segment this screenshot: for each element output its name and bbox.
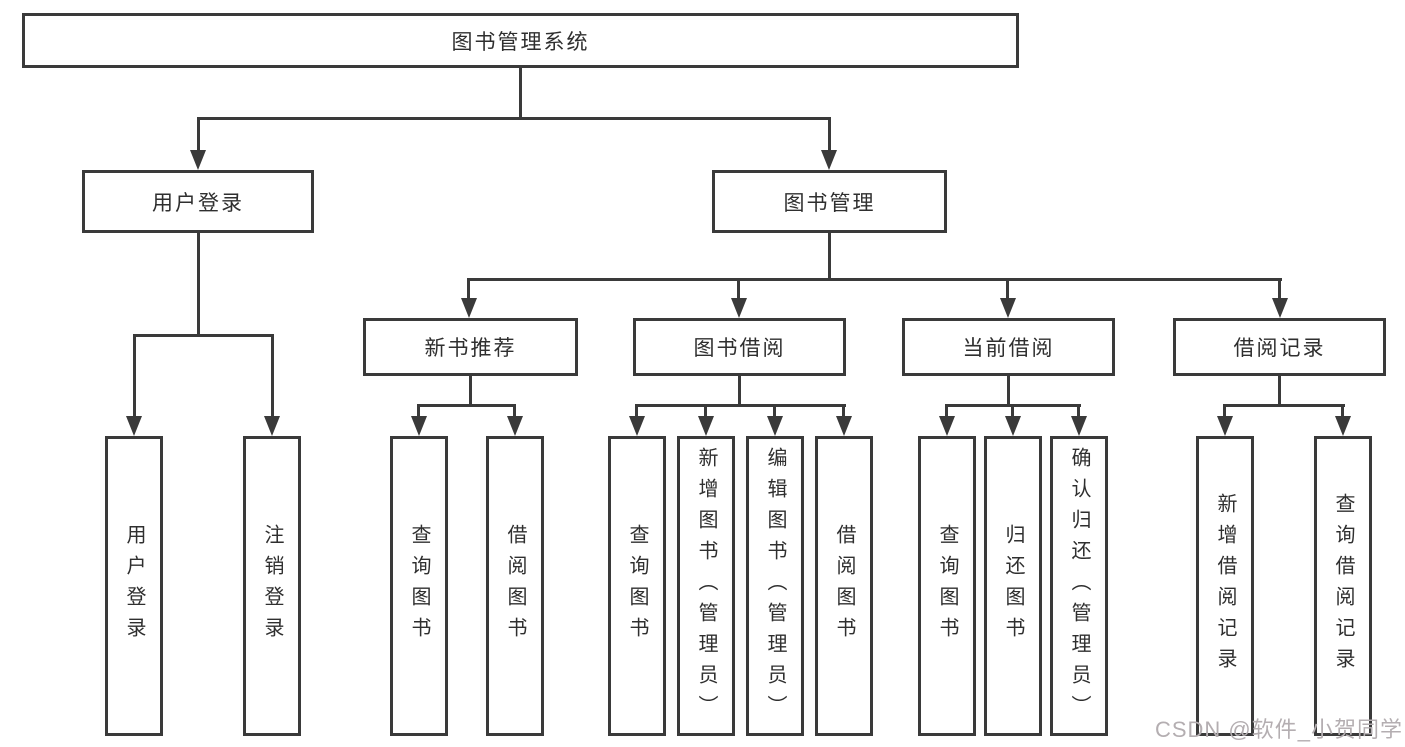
connector-arrow-stem-book-management <box>828 117 831 152</box>
connector-user-login-branch <box>133 334 274 337</box>
node-borrow-records: 借阅记录 <box>1173 318 1386 376</box>
leaf-add-book-admin: 新增图书（管理员） <box>677 436 735 736</box>
node-current-borrow-label: 当前借阅 <box>962 337 1055 360</box>
node-root: 图书管理系统 <box>22 13 1019 68</box>
connector-arrow-stem-borrow-records <box>1278 278 1281 300</box>
arrowhead-query-record <box>1335 416 1351 436</box>
leaf-query-borrow-record: 查询借阅记录 <box>1314 436 1372 736</box>
connector-level2-branch <box>197 117 831 120</box>
node-user-login: 用户登录 <box>82 170 314 233</box>
arrowhead-query-book-3 <box>939 416 955 436</box>
arrowhead-borrow-book-2 <box>836 416 852 436</box>
arrowhead-query-book-1 <box>411 416 427 436</box>
connector-arrow-stem-book-borrow <box>737 278 740 300</box>
connector-arrow-stem <box>1341 404 1344 418</box>
node-new-book-recommend: 新书推荐 <box>363 318 578 376</box>
connector-new-book-stem <box>469 376 472 407</box>
connector-arrow-stem <box>513 404 516 418</box>
leaf-add-borrow-record: 新增借阅记录 <box>1196 436 1254 736</box>
node-current-borrow: 当前借阅 <box>902 318 1115 376</box>
arrowhead-borrow-records <box>1272 298 1288 318</box>
connector-level3-branch <box>468 278 1282 281</box>
leaf-edit-book-admin-label: 编辑图书（管理员） <box>764 446 786 726</box>
leaf-return-book-label: 归还图书 <box>1002 524 1024 648</box>
arrowhead-current-borrow <box>1000 298 1016 318</box>
leaf-query-borrow-record-label: 查询借阅记录 <box>1332 493 1354 679</box>
connector-arrow-stem-logout-leaf <box>271 334 274 418</box>
node-book-borrow-label: 图书借阅 <box>693 337 786 360</box>
connector-current-borrow-stem <box>1007 376 1010 407</box>
arrowhead-add-book <box>698 416 714 436</box>
connector-arrow-stem <box>1223 404 1226 418</box>
connector-borrow-records-branch <box>1223 404 1345 407</box>
arrowhead-edit-book <box>767 416 783 436</box>
node-new-book-recommend-label: 新书推荐 <box>424 337 517 360</box>
connector-book-borrow-branch <box>635 404 846 407</box>
connector-arrow-stem <box>1077 404 1080 418</box>
leaf-borrow-book-2: 借阅图书 <box>815 436 873 736</box>
leaf-return-book: 归还图书 <box>984 436 1042 736</box>
connector-user-login-stem <box>197 233 200 337</box>
arrowhead-new-book <box>461 298 477 318</box>
node-borrow-records-label: 借阅记录 <box>1233 337 1326 360</box>
arrowhead-user-login <box>190 150 206 170</box>
connector-arrow-stem <box>704 404 707 418</box>
connector-arrow-stem <box>842 404 845 418</box>
leaf-add-book-admin-label: 新增图书（管理员） <box>695 446 717 726</box>
connector-book-borrow-stem <box>738 376 741 407</box>
leaf-confirm-return-admin: 确认归还（管理员） <box>1050 436 1108 736</box>
arrowhead-logout-leaf <box>264 416 280 436</box>
leaf-user-login: 用户登录 <box>105 436 163 736</box>
arrowhead-login-leaf <box>126 416 142 436</box>
leaf-borrow-book-2-label: 借阅图书 <box>833 524 855 648</box>
leaf-add-borrow-record-label: 新增借阅记录 <box>1214 493 1236 679</box>
leaf-query-book-1-label: 查询图书 <box>408 524 430 648</box>
arrowhead-return-book <box>1005 416 1021 436</box>
leaf-query-book-1: 查询图书 <box>390 436 448 736</box>
connector-new-book-branch <box>417 404 516 407</box>
connector-root-stem <box>519 68 522 120</box>
arrowhead-borrow-book-1 <box>507 416 523 436</box>
node-book-management-label: 图书管理 <box>783 191 876 215</box>
node-root-label: 图书管理系统 <box>451 30 590 54</box>
node-book-borrow: 图书借阅 <box>633 318 846 376</box>
arrowhead-add-record <box>1217 416 1233 436</box>
connector-arrow-stem <box>417 404 420 418</box>
connector-arrow-stem-current-borrow <box>1006 278 1009 300</box>
leaf-borrow-book-1-label: 借阅图书 <box>504 524 526 648</box>
leaf-logout: 注销登录 <box>243 436 301 736</box>
leaf-logout-label: 注销登录 <box>261 524 283 648</box>
leaf-edit-book-admin: 编辑图书（管理员） <box>746 436 804 736</box>
arrowhead-query-book-2 <box>629 416 645 436</box>
leaf-query-book-3: 查询图书 <box>918 436 976 736</box>
leaf-borrow-book-1: 借阅图书 <box>486 436 544 736</box>
leaf-query-book-2: 查询图书 <box>608 436 666 736</box>
leaf-user-login-label: 用户登录 <box>123 524 145 648</box>
connector-book-management-stem <box>828 233 831 281</box>
leaf-confirm-return-admin-label: 确认归还（管理员） <box>1068 446 1090 726</box>
arrowhead-confirm-return <box>1071 416 1087 436</box>
connector-arrow-stem <box>1011 404 1014 418</box>
arrowhead-book-borrow <box>731 298 747 318</box>
connector-arrow-stem <box>773 404 776 418</box>
leaf-query-book-3-label: 查询图书 <box>936 524 958 648</box>
connector-arrow-stem <box>945 404 948 418</box>
connector-arrow-stem-login-leaf <box>133 334 136 418</box>
node-book-management: 图书管理 <box>712 170 947 233</box>
node-user-login-label: 用户登录 <box>152 191 244 215</box>
connector-arrow-stem <box>635 404 638 418</box>
connector-arrow-stem-new-book <box>467 278 470 300</box>
leaf-query-book-2-label: 查询图书 <box>626 524 648 648</box>
connector-borrow-records-stem <box>1278 376 1281 407</box>
arrowhead-book-management <box>821 150 837 170</box>
connector-arrow-stem-user-login <box>197 117 200 152</box>
csdn-watermark: CSDN @软件_小贺同学 <box>1154 717 1403 742</box>
